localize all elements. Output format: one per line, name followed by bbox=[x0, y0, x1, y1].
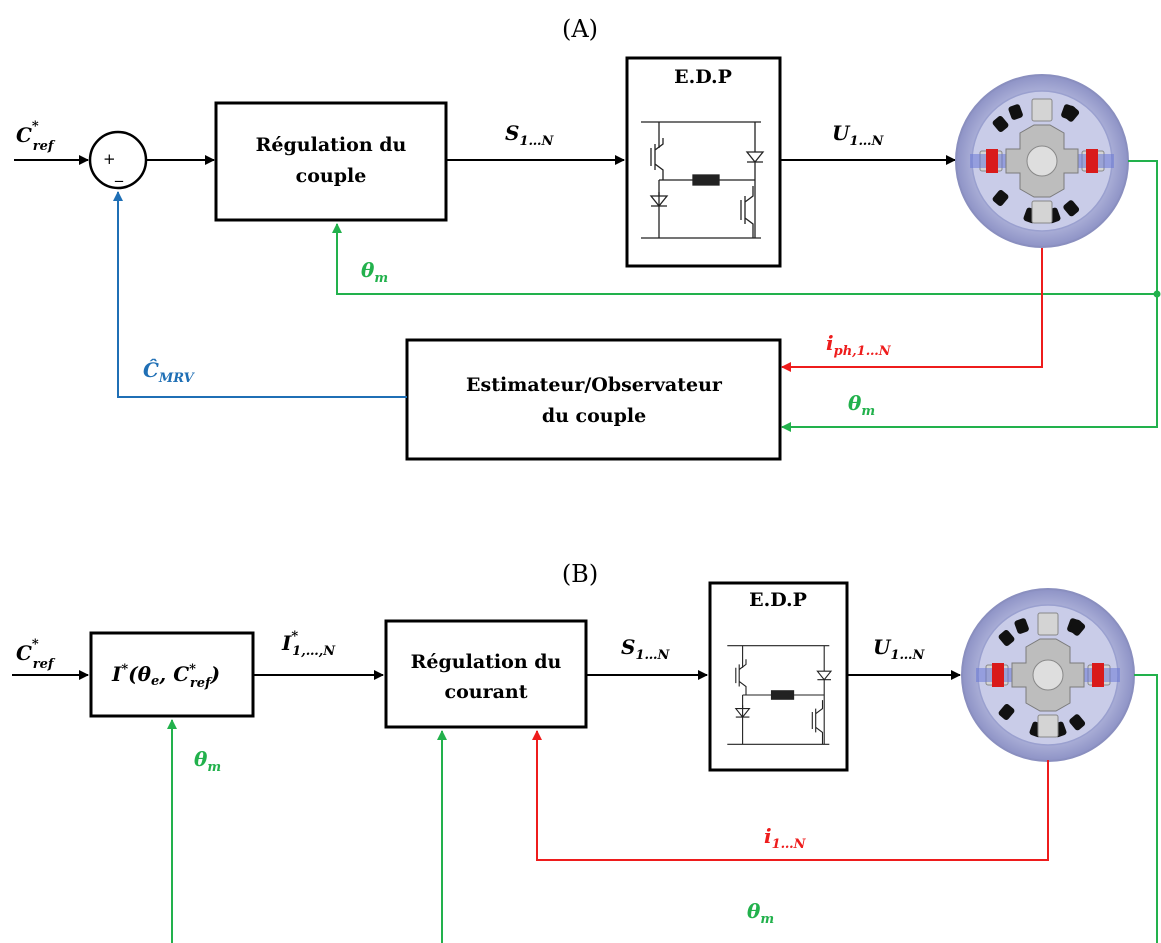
srm-motor-image-a bbox=[955, 74, 1129, 248]
theta-label-est: θm bbox=[848, 391, 875, 419]
torque-regulation-line2: couple bbox=[296, 165, 367, 187]
torque-regulation-line1: Régulation du bbox=[256, 134, 407, 156]
current-regulation-line2: courant bbox=[445, 681, 528, 703]
torque-regulation-block bbox=[214, 101, 448, 222]
estimator-line2: du couple bbox=[542, 405, 646, 427]
current-reference-block bbox=[89, 631, 255, 718]
theta-label-left-b: θm bbox=[194, 747, 221, 775]
estimator-line1: Estimateur/Observateur bbox=[466, 374, 723, 396]
sum-plus: + bbox=[103, 150, 116, 168]
theta-feedback-b-right bbox=[1134, 674, 1158, 943]
s-label-a: S1…N bbox=[505, 121, 554, 149]
theta-label-top-a: θm bbox=[361, 258, 388, 286]
sum-minus: _ bbox=[114, 163, 124, 183]
s-label-b: S1…N bbox=[621, 635, 670, 663]
c-hat-label: ĈMRV bbox=[143, 357, 196, 386]
current-feedback-b bbox=[532, 730, 1049, 861]
u-label-b: U1…N bbox=[873, 635, 925, 663]
i-feedback-label-b: i1…N bbox=[764, 824, 807, 852]
iph-label: iph,1…N bbox=[826, 331, 892, 359]
theta-feedback-to-est bbox=[781, 294, 1158, 432]
edp-label-b: E.D.P bbox=[749, 589, 807, 611]
estimated-torque-feedback bbox=[113, 191, 407, 398]
current-regulation-line1: Régulation du bbox=[411, 651, 562, 673]
edp-label-a: E.D.P bbox=[674, 66, 732, 88]
i-ref-label: I*1,…,N bbox=[281, 629, 336, 659]
srm-motor-image-b bbox=[961, 588, 1135, 762]
u-label-a: U1…N bbox=[832, 121, 884, 149]
title-b: (B) bbox=[562, 560, 598, 588]
current-regulation-block bbox=[384, 619, 588, 729]
theta-label-bottom-b: θm bbox=[747, 899, 774, 927]
input-c-ref-a: C*ref bbox=[16, 119, 56, 154]
current-feedback-a bbox=[781, 248, 1043, 372]
current-reference-label: I*(θe, C*ref) bbox=[111, 662, 220, 691]
input-c-ref-b: C*ref bbox=[16, 637, 56, 672]
torque-estimator-block bbox=[405, 338, 782, 461]
title-a: (A) bbox=[562, 15, 598, 43]
